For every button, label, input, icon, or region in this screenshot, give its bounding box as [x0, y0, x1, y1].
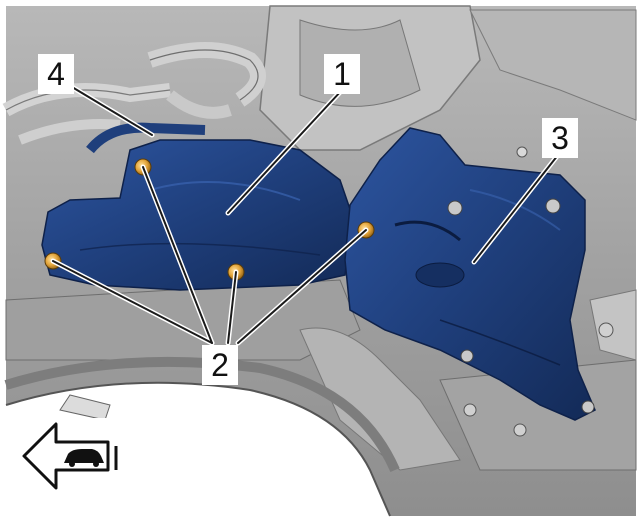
callout-4: 4: [38, 54, 74, 94]
leader-lines-core: [52, 86, 559, 344]
callout-1: 1: [324, 54, 360, 94]
callout-2: 2: [202, 345, 238, 385]
heat-shield-3: [344, 127, 596, 421]
callout-3: 3: [542, 118, 578, 158]
arrow-forward-vehicle-icon: [14, 418, 122, 496]
heat-shield-1: [41, 139, 353, 291]
